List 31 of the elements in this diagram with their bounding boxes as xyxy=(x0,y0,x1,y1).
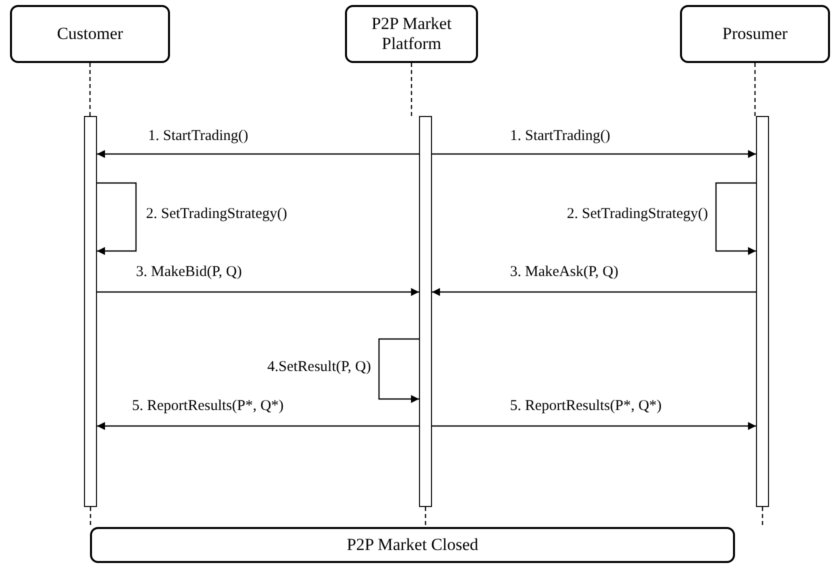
activation-bar xyxy=(756,116,769,507)
message-label: 5. ReportResults(P*, Q*) xyxy=(132,398,284,415)
message-arrow xyxy=(97,422,419,430)
lifeline xyxy=(754,63,756,116)
message-label: 2. SetTradingStrategy() xyxy=(566,206,708,223)
activation-bar xyxy=(84,116,97,507)
lifeline-header: Prosumer xyxy=(680,5,830,63)
message-arrow xyxy=(97,150,419,158)
lifeline-header: Customer xyxy=(10,5,170,63)
state-box: P2P Market Closed xyxy=(90,527,735,563)
message-label: 3. MakeAsk(P, Q) xyxy=(510,264,618,281)
message-label: 4.SetResult(P, Q) xyxy=(267,359,371,376)
message-label: 2. SetTradingStrategy() xyxy=(146,206,288,223)
lifeline xyxy=(410,63,412,116)
self-message-arrow xyxy=(378,338,419,403)
message-label: 1. StartTrading() xyxy=(148,128,248,145)
message-arrow xyxy=(432,150,756,158)
lifeline xyxy=(762,507,764,527)
lifeline xyxy=(424,507,426,527)
self-message-arrow xyxy=(97,182,137,255)
message-label: 5. ReportResults(P*, Q*) xyxy=(510,398,662,415)
lifeline xyxy=(89,63,91,116)
lifeline xyxy=(90,507,92,527)
message-arrow xyxy=(432,288,756,296)
message-label: 3. MakeBid(P, Q) xyxy=(136,264,242,281)
message-label: 1. StartTrading() xyxy=(510,128,610,145)
lifeline-header: P2P Market Platform xyxy=(345,5,478,63)
activation-bar xyxy=(419,116,432,507)
self-message-arrow xyxy=(715,182,756,255)
message-arrow xyxy=(432,422,756,430)
message-arrow xyxy=(97,288,419,296)
